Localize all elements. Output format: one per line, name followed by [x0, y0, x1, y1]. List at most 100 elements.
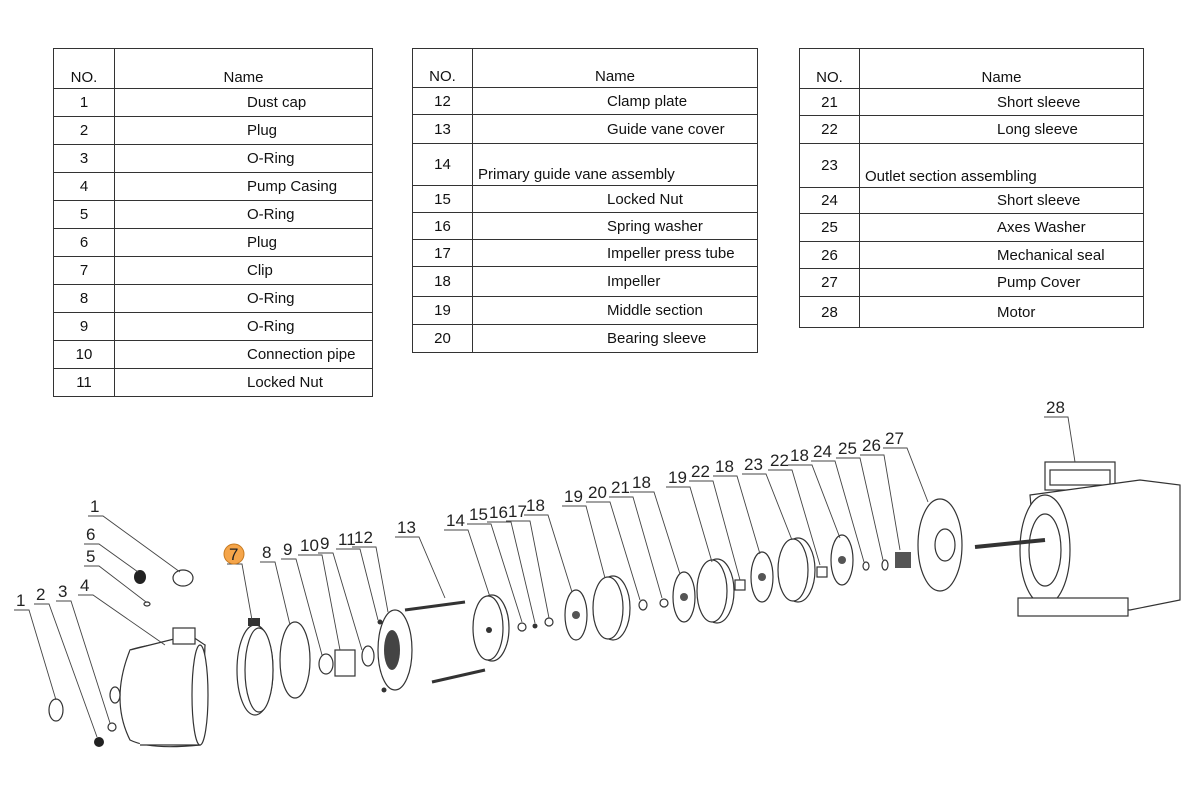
part-clip-bolt [248, 618, 260, 626]
part-number: 28 [799, 296, 860, 328]
callout-label: 27 [885, 429, 904, 448]
leader-line [666, 486, 713, 563]
callout-17: 17 [506, 502, 550, 619]
callout-label: 10 [300, 536, 319, 555]
leader-line [395, 536, 446, 599]
callout-26: 26 [860, 436, 901, 551]
callout-label: 18 [715, 457, 734, 476]
callout-24: 24 [811, 442, 865, 563]
part-number: 13 [412, 114, 473, 144]
part-name: Locked Nut [472, 185, 758, 213]
callout-23: 23 [742, 455, 793, 541]
callout-label: 9 [283, 540, 292, 559]
part-number: 27 [799, 268, 860, 297]
leader-line [444, 529, 491, 598]
callout-27: 27 [883, 429, 929, 503]
callout-label: 2 [36, 585, 45, 604]
header-no: NO. [799, 48, 860, 89]
leader-line [298, 554, 341, 651]
leader-line [88, 515, 181, 573]
callout-10: 10 [298, 536, 341, 651]
leader-line [689, 480, 741, 581]
leader-line [336, 548, 379, 621]
callout-label: 23 [744, 455, 763, 474]
callout-19: 19 [666, 468, 713, 563]
callout-19: 19 [562, 487, 606, 579]
callout-label: 22 [691, 462, 710, 481]
callout-label: 18 [632, 473, 651, 492]
callout-label: 1 [16, 591, 25, 610]
part-oring-9 [318, 653, 334, 675]
callout-label: 14 [446, 511, 465, 530]
part-number: 11 [53, 368, 115, 397]
leader-line [586, 501, 641, 601]
callout-4: 4 [78, 576, 166, 646]
leader-line [84, 565, 147, 603]
leader-line [860, 454, 901, 551]
part-name: Outlet section assembling [859, 143, 1144, 188]
callout-5: 5 [84, 547, 147, 603]
callout-label: 8 [262, 543, 271, 562]
part-oring-8 [279, 621, 311, 699]
callout-label: 19 [564, 487, 583, 506]
leader-line [1044, 416, 1076, 463]
part-number: 16 [412, 212, 473, 240]
leader-line [713, 475, 761, 555]
leader-line [260, 561, 291, 626]
part-name: Connection pipe [114, 340, 373, 369]
leader-line [227, 563, 253, 621]
part-name: Guide vane cover [472, 114, 758, 144]
callout-label: 28 [1046, 398, 1065, 417]
leader-line [742, 473, 793, 541]
callout-15: 15 [467, 505, 523, 623]
callout-1: 1 [14, 591, 57, 701]
callout-18: 18 [630, 473, 681, 575]
part-name: Plug [114, 228, 373, 257]
part-number: 20 [412, 324, 473, 353]
callout-14: 14 [444, 511, 491, 598]
header-no: NO. [53, 48, 115, 89]
part-plug-6 [134, 570, 146, 584]
leader-line [467, 523, 523, 623]
callout-label: 12 [354, 528, 373, 547]
callout-label: 18 [526, 496, 545, 515]
callout-7: 7 [223, 543, 253, 621]
callout-3: 3 [56, 582, 111, 724]
callout-label: 17 [508, 502, 527, 521]
part-number: 24 [799, 187, 860, 214]
callout-6: 6 [84, 525, 139, 573]
callout-label: 6 [86, 525, 95, 544]
callout-8: 8 [260, 543, 291, 626]
leader-line [506, 520, 550, 619]
part-name: Mechanical seal [859, 241, 1144, 269]
callout-label: 25 [838, 439, 857, 458]
callout-2: 2 [34, 585, 98, 738]
part-number: 15 [412, 185, 473, 213]
part-tie-rod [404, 600, 466, 612]
leader-line [84, 543, 139, 573]
callout-13: 13 [395, 518, 446, 599]
leader-line [34, 603, 98, 738]
callout-9: 9 [281, 540, 323, 656]
callout-20: 20 [586, 483, 641, 601]
callout-25: 25 [836, 439, 884, 561]
callout-21: 21 [609, 478, 663, 599]
part-name: Clip [114, 256, 373, 285]
leader-line [78, 594, 166, 646]
part-dust-cap-top [172, 569, 194, 587]
callout-28: 28 [1044, 398, 1076, 463]
